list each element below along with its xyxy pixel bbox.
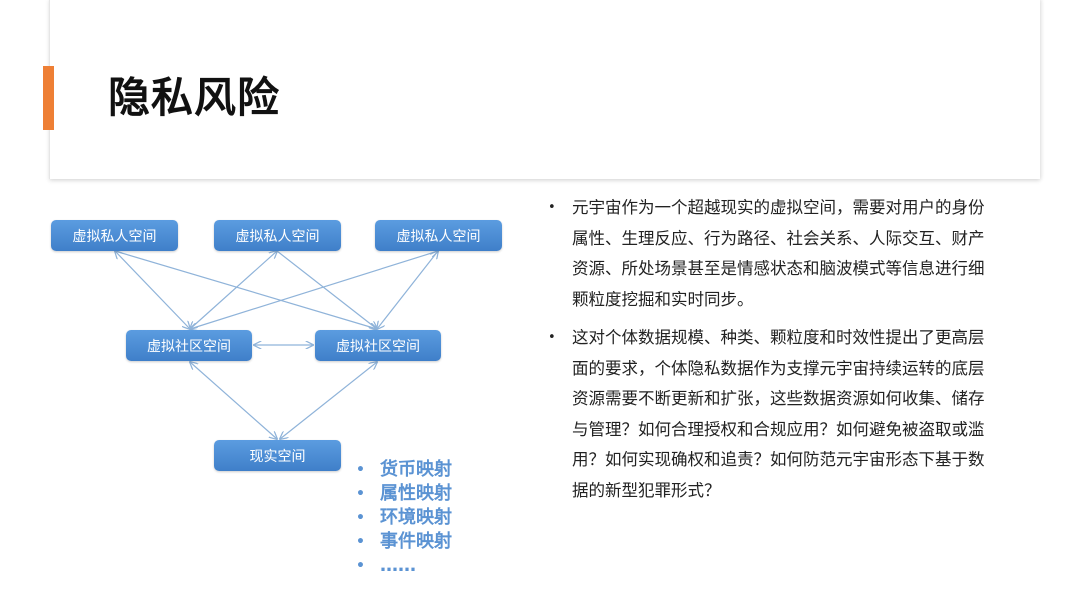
bullet-icon: • — [356, 558, 365, 574]
mapping-list: •货币映射 •属性映射 •环境映射 •事件映射 •…… — [356, 458, 452, 578]
node-virtual-community-space-1: 虚拟社区空间 — [126, 330, 252, 361]
bullet-paragraph: • 这对个体数据规模、种类、颗粒度和时效性提出了更高层面的要求，个体隐私数据作为… — [548, 323, 998, 506]
mapping-item: •属性映射 — [356, 483, 452, 504]
title-accent-bar — [43, 66, 54, 130]
bullet-paragraph: • 元宇宙作为一个超越现实的虚拟空间，需要对用户的身份属性、生理反应、行为路径、… — [548, 193, 998, 315]
mapping-item: •货币映射 — [356, 459, 452, 480]
mapping-item: •…… — [356, 555, 416, 576]
bullet-icon: • — [356, 462, 365, 478]
header-card — [49, 0, 1040, 179]
mapping-item: •事件映射 — [356, 531, 452, 552]
diagram-edges — [0, 0, 540, 608]
space-relationship-diagram: 虚拟私人空间 虚拟私人空间 虚拟私人空间 虚拟社区空间 虚拟社区空间 现实空间 … — [0, 0, 540, 608]
node-reality-space: 现实空间 — [214, 440, 341, 471]
bullet-icon: • — [548, 200, 556, 215]
node-virtual-private-space-2: 虚拟私人空间 — [214, 220, 341, 251]
content-bullets: • 元宇宙作为一个超越现实的虚拟空间，需要对用户的身份属性、生理反应、行为路径、… — [548, 193, 998, 514]
mapping-item: •环境映射 — [356, 507, 452, 528]
bullet-icon: • — [548, 330, 556, 345]
bullet-icon: • — [356, 510, 365, 526]
node-virtual-private-space-3: 虚拟私人空间 — [375, 220, 502, 251]
bullet-icon: • — [356, 486, 365, 502]
node-virtual-community-space-2: 虚拟社区空间 — [315, 330, 441, 361]
bullet-icon: • — [356, 534, 365, 550]
node-virtual-private-space-1: 虚拟私人空间 — [51, 220, 178, 251]
page-title: 隐私风险 — [108, 73, 281, 122]
